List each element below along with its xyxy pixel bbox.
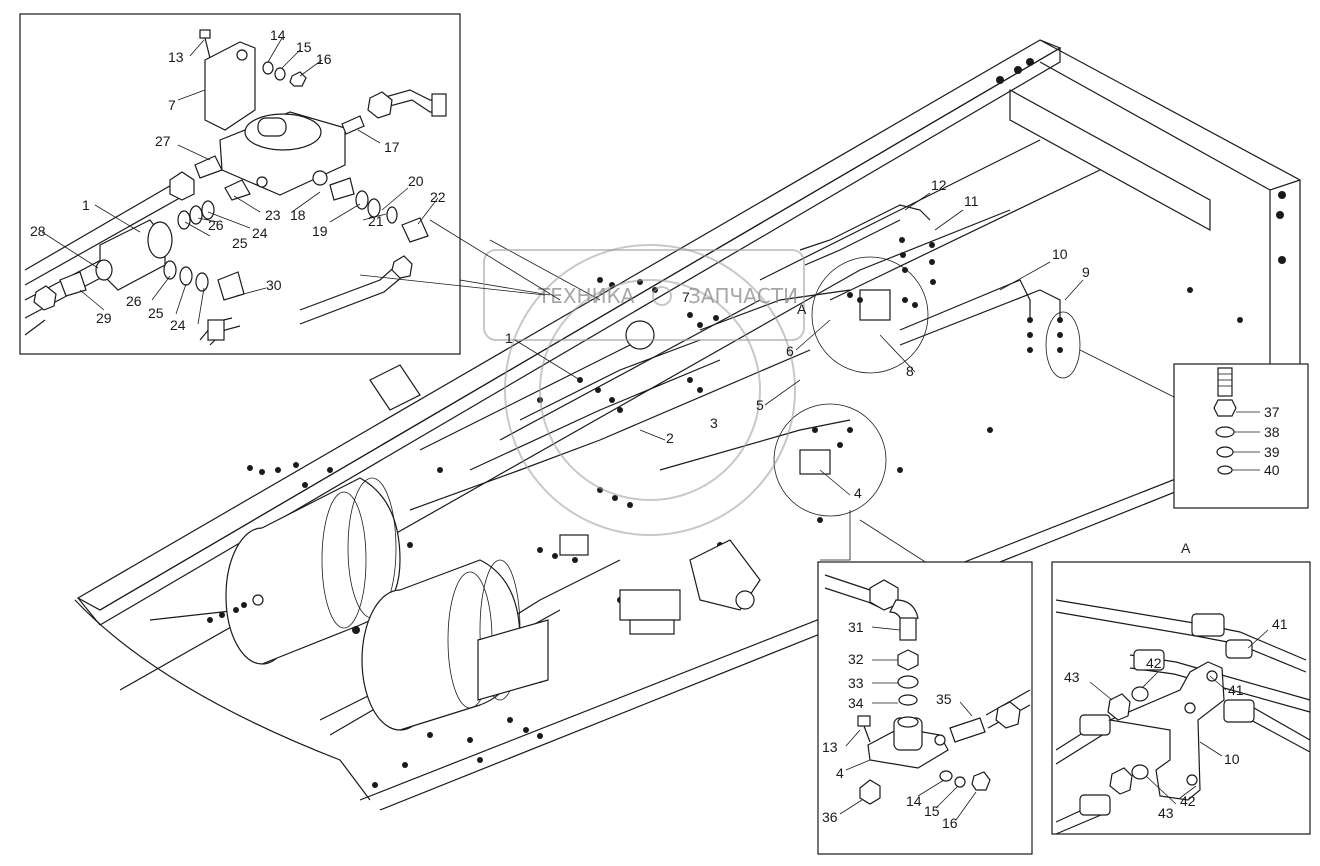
callout-label: 31 xyxy=(848,619,864,635)
callout-label: 12 xyxy=(931,177,947,193)
callout-label: 13 xyxy=(168,49,184,65)
callout-label: 32 xyxy=(848,651,864,667)
callout-label: 11 xyxy=(964,193,979,209)
callout-label: 35 xyxy=(936,691,952,707)
callout-label: 29 xyxy=(96,310,112,326)
callout-label: 42 xyxy=(1180,793,1196,809)
callout-label: 24 xyxy=(252,225,268,241)
callout-label: 15 xyxy=(924,803,940,819)
callout-label: 4 xyxy=(836,765,844,781)
callout-label: 16 xyxy=(942,815,958,831)
callout-label: 41 xyxy=(1272,616,1288,632)
callout-label: 7 xyxy=(682,289,690,305)
callout-label: 16 xyxy=(316,51,332,67)
callout-label: 2 xyxy=(666,430,674,446)
callout-label: 8 xyxy=(906,363,914,379)
watermark-left-text: ТЕХНИКА xyxy=(537,284,635,308)
callout-label: 37 xyxy=(1264,404,1280,420)
callout-label: 13 xyxy=(822,739,838,755)
callout-label: 27 xyxy=(155,133,171,149)
detail-circles xyxy=(399,239,1181,566)
callout-label: 14 xyxy=(906,793,922,809)
callout-label: 3 xyxy=(710,415,718,431)
callout-label: 33 xyxy=(848,675,864,691)
main-callouts: 1 2 3 4 5 6 7 8 9 10 11 12 A xyxy=(505,177,1090,501)
callout-label: 17 xyxy=(384,139,400,155)
callout-label: 43 xyxy=(1064,669,1080,685)
callout-label: 22 xyxy=(430,189,446,205)
callout-label: 5 xyxy=(756,397,764,413)
frame-fittings xyxy=(369,289,891,701)
callout-label: 4 xyxy=(854,485,862,501)
callout-label: 20 xyxy=(408,173,424,189)
callout-label: 42 xyxy=(1146,655,1162,671)
watermark: ТЕХНИКА ЗАПЧАСТИ xyxy=(483,244,805,536)
callout-label: 38 xyxy=(1264,424,1280,440)
callout-label: 25 xyxy=(232,235,248,251)
callout-label: 7 xyxy=(168,97,176,113)
view-marker-a: A xyxy=(797,301,807,317)
callout-label: 9 xyxy=(1082,264,1090,280)
callout-label: 14 xyxy=(270,27,286,43)
watermark-right-text: ЗАПЧАСТИ xyxy=(688,284,798,308)
callout-label: 10 xyxy=(1052,246,1068,262)
callout-label: 41 xyxy=(1228,682,1244,698)
air-tank-upper xyxy=(225,477,401,665)
callout-label: 39 xyxy=(1264,444,1280,460)
callout-label: 43 xyxy=(1158,805,1174,821)
callout-label: 19 xyxy=(312,223,328,239)
inset-top-left: 13 14 15 16 7 27 17 1 20 22 28 23 18 24 … xyxy=(19,13,561,355)
callout-label: 1 xyxy=(82,197,90,213)
callout-label: 26 xyxy=(126,293,142,309)
callout-label: 1 xyxy=(505,330,513,346)
callout-label: 34 xyxy=(848,695,864,711)
callout-label: 6 xyxy=(786,343,794,359)
inset-view-a: A 41 42 43 41 10 xyxy=(1051,540,1311,835)
callout-label: 15 xyxy=(296,39,312,55)
callout-label: 23 xyxy=(265,207,281,223)
callout-label: 21 xyxy=(368,213,384,229)
inset-right: 37 38 39 40 xyxy=(1173,363,1309,509)
callout-label: 30 xyxy=(266,277,282,293)
callout-label: 10 xyxy=(1224,751,1240,767)
callout-label: 18 xyxy=(290,207,306,223)
callout-label: 24 xyxy=(170,317,186,333)
fitting-clusters xyxy=(207,237,1063,763)
view-a-title: A xyxy=(1181,540,1191,556)
gear-icon xyxy=(652,286,672,306)
callout-label: 26 xyxy=(208,217,224,233)
callout-label: 25 xyxy=(148,305,164,321)
inset-bottom: 31 32 33 34 35 13 4 36 14 15 16 xyxy=(817,561,1033,855)
callout-label: 40 xyxy=(1264,462,1280,478)
callout-label: 36 xyxy=(822,809,838,825)
callout-label: 28 xyxy=(30,223,46,239)
